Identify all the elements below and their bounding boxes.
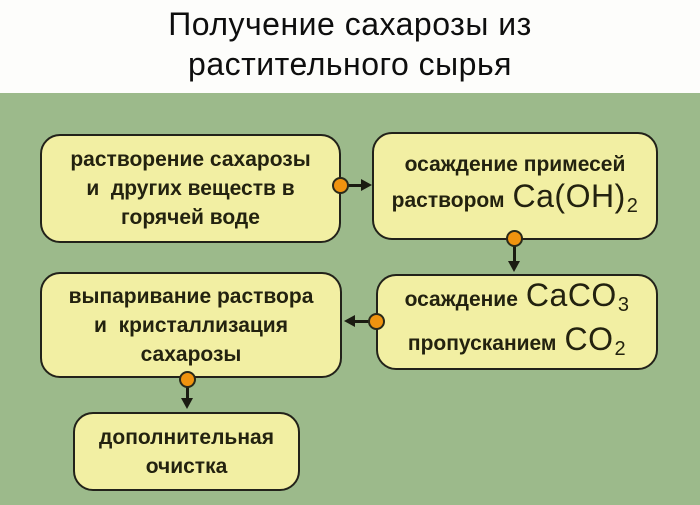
flow-box-text: пропусканием bbox=[407, 332, 557, 355]
formula-subscript: 2 bbox=[614, 338, 627, 360]
flow-box-text: осаждение примесей bbox=[404, 152, 626, 176]
flow-box-text: дополнительная bbox=[99, 425, 274, 449]
chemical-formula-caoh2: Ca(OH)2 bbox=[513, 179, 639, 223]
flow-box-formula-line: осаждение CaCO3 bbox=[405, 278, 630, 322]
flow-box-precipitate-impurities: осаждение примесей раствором Ca(OH)2 bbox=[372, 132, 658, 240]
arrow-right-icon bbox=[361, 179, 372, 191]
formula-subscript: 2 bbox=[626, 194, 639, 217]
flow-box-text: и кристаллизация bbox=[94, 313, 288, 337]
connector-line bbox=[186, 380, 189, 400]
connector-node-dot bbox=[332, 177, 349, 194]
connector-line bbox=[513, 239, 516, 262]
formula-base: CO bbox=[564, 321, 614, 357]
flow-box-text: раствором bbox=[391, 188, 505, 212]
connector-node-dot bbox=[179, 371, 196, 388]
connector-line bbox=[355, 320, 377, 323]
flow-box-text: растворение сахарозы bbox=[70, 148, 311, 171]
flow-box-final-purification: дополнительная очистка bbox=[73, 412, 300, 491]
arrow-down-icon bbox=[181, 398, 193, 409]
connector-node-dot bbox=[506, 230, 523, 247]
formula-subscript: 3 bbox=[617, 294, 630, 316]
page-title-line-2: растительного сырья bbox=[188, 46, 512, 82]
connector-node-dot bbox=[368, 313, 385, 330]
page-title: Получение сахарозы из растительного сырь… bbox=[0, 0, 700, 93]
arrow-left-icon bbox=[344, 315, 355, 327]
flow-box-text: очистка bbox=[145, 454, 228, 478]
flow-box-dissolving: растворение сахарозы и других веществ в … bbox=[40, 134, 341, 243]
flow-box-formula-line: раствором Ca(OH)2 bbox=[392, 179, 639, 223]
flow-box-formula-line: пропусканием CO2 bbox=[408, 322, 626, 366]
flow-box-text: горячей воде bbox=[121, 206, 260, 229]
flow-box-evaporation: выпаривание раствора и кристаллизация са… bbox=[40, 272, 342, 378]
flow-box-text: сахарозы bbox=[140, 342, 242, 366]
chemical-formula-caco3: CaCO3 bbox=[526, 278, 630, 322]
page-title-line-1: Получение сахарозы из bbox=[168, 6, 532, 42]
arrow-down-icon bbox=[508, 261, 520, 272]
formula-base: Ca(OH) bbox=[512, 177, 626, 214]
chemical-formula-co2: CO2 bbox=[564, 322, 626, 366]
flow-box-text: и других веществ в bbox=[86, 177, 295, 200]
flow-box-text: осаждение bbox=[404, 288, 518, 311]
formula-base: CaCO bbox=[525, 277, 617, 313]
flow-box-precipitate-caco3: осаждение CaCO3 пропусканием CO2 bbox=[376, 274, 658, 370]
flow-box-text: выпаривание раствора bbox=[68, 284, 314, 308]
connector-line bbox=[341, 184, 362, 187]
